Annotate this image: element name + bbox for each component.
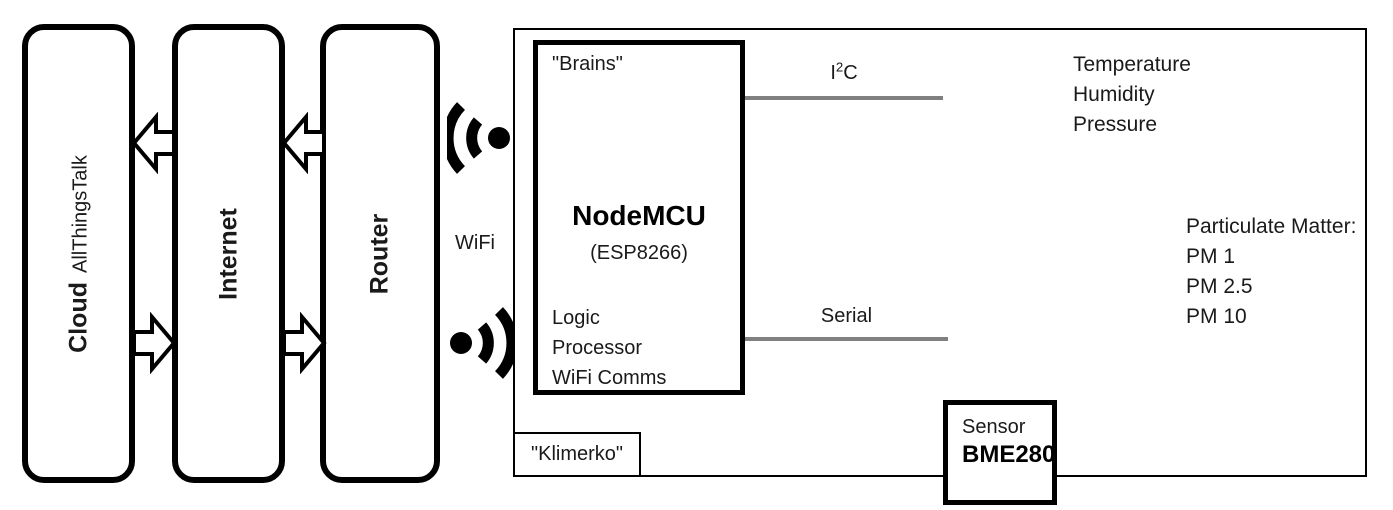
pillar-cloud: Cloud AllThingsTalk (22, 24, 135, 483)
pillar-router-label: Router (366, 213, 395, 294)
pms7003-measurement-pm1: PM 1 (1186, 245, 1236, 268)
arrow-left-outline-icon (131, 112, 177, 174)
nodemcu-function-wifi-comms: WiFi Comms (552, 367, 667, 389)
arrow-left-outline-icon (281, 112, 327, 174)
klimerko-device-tag-label: "Klimerko" (531, 443, 623, 465)
pillar-internet: Internet (172, 24, 285, 483)
bme280-measurement-pressure: Pressure (1073, 113, 1158, 136)
pillar-router: Router (320, 24, 440, 483)
pillar-cloud-subtitle: AllThingsTalk (69, 154, 91, 273)
pillar-internet-label: Internet (214, 208, 243, 300)
wifi-signal-icon (447, 303, 513, 383)
connector-serial-line (745, 337, 948, 341)
pillar-internet-title: Internet (214, 207, 242, 300)
nodemcu-subtitle: (ESP8266) (590, 242, 688, 264)
component-nodemcu: "Brains" NodeMCU (ESP8266) Logic Process… (533, 40, 745, 395)
wifi-label: WiFi (455, 232, 495, 254)
connector-i2c-label: I2C (745, 59, 943, 85)
pms7003-measurement-pm10: PM 10 (1186, 305, 1247, 328)
nodemcu-corner-label: "Brains" (552, 53, 623, 75)
wifi-signal-icon (447, 98, 513, 178)
nodemcu-function-logic: Logic (552, 307, 600, 329)
nodemcu-function-processor: Processor (552, 337, 643, 359)
connector-i2c-line (745, 96, 943, 100)
connector-i2c-label-prefix: I (830, 62, 836, 84)
arrow-right-outline-icon (131, 312, 177, 374)
connector-serial-label: Serial (820, 305, 873, 327)
klimerko-device-tag: "Klimerko" (513, 432, 641, 477)
bme280-measurement-humidity: Humidity (1073, 83, 1155, 106)
arrow-right-outline-icon (281, 312, 327, 374)
pms7003-measurements: Particulate Matter: PM 1 PM 2.5 PM 10 (1186, 212, 1356, 332)
bme280-measurement-temperature: Temperature (1073, 53, 1191, 76)
pms7003-measurements-heading: Particulate Matter: (1186, 215, 1357, 238)
nodemcu-title: NodeMCU (572, 200, 706, 231)
component-bme280: Sensor BME280 (943, 400, 1057, 505)
pms7003-measurement-pm25: PM 2.5 (1186, 275, 1253, 298)
bme280-labels: Sensor BME280 (962, 413, 1055, 469)
pillar-router-title: Router (365, 213, 394, 294)
connector-i2c-label-sup: 2 (835, 59, 844, 75)
bme280-kind-label: Sensor (962, 416, 1026, 438)
connector-i2c-label-suffix: C (843, 62, 858, 84)
pillar-cloud-label: Cloud AllThingsTalk (64, 155, 93, 353)
nodemcu-functions: Logic Processor WiFi Comms (552, 303, 666, 393)
bme280-measurements: Temperature Humidity Pressure (1073, 50, 1191, 140)
bme280-name: BME280 (962, 441, 1056, 468)
pillar-cloud-title: Cloud (64, 281, 92, 353)
